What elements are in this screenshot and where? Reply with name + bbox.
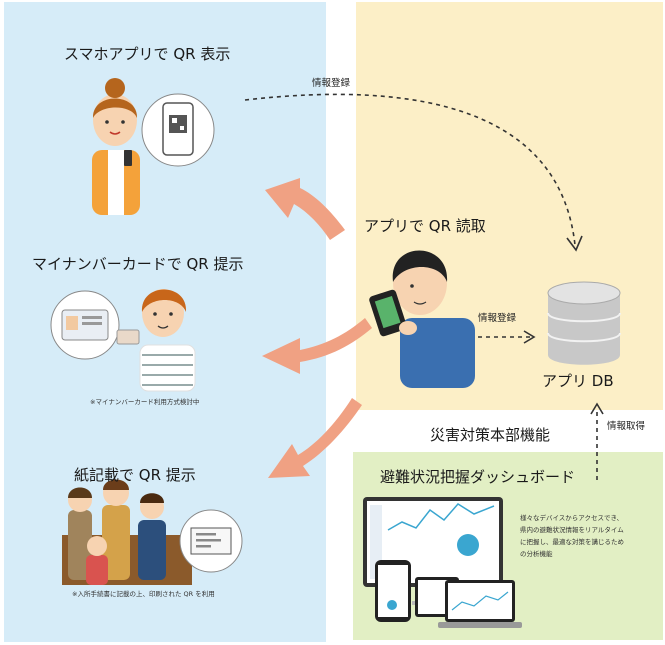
info-register-mid-label: 情報登録 — [478, 313, 517, 324]
hq-function-label: 災害対策本部機能 — [430, 426, 551, 444]
paper-qr-title: 紙記載で QR 提示 — [74, 466, 196, 484]
info-fetch-label: 情報取得 — [607, 421, 646, 432]
woman-smartphone-illustration — [92, 78, 215, 215]
dashboard-desc-line-1: 様々なデバイスからアクセスでき、 — [520, 514, 624, 522]
family-paper-illustration — [62, 479, 243, 585]
salmon-arrow-to-smartphone — [265, 178, 345, 240]
info-register-top-label: 情報登録 — [312, 78, 351, 89]
dashed-arrowhead-top — [566, 235, 583, 252]
paper-note: ※入所手続書に記載の上、印刷された QR を利用 — [72, 590, 215, 598]
dashed-arrowhead-mid — [523, 330, 536, 344]
man-reading-qr-illustration — [369, 250, 475, 388]
dashboard-desc-line-3: に把握し、最適な対策を講じるため — [520, 538, 624, 546]
salmon-arrow-to-paper — [268, 398, 362, 478]
app-qr-read-title: アプリで QR 読取 — [364, 217, 486, 235]
dashboard-title: 避難状況把握ダッシュボード — [380, 468, 576, 486]
dashboard-devices-illustration — [363, 497, 522, 628]
dashboard-desc-line-2: 県内の避難状況情報をリアルタイム — [520, 526, 624, 534]
salmon-arrow-to-mynumber — [262, 318, 372, 374]
app-db-label: アプリ DB — [542, 372, 614, 390]
smartphone-qr-title: スマホアプリで QR 表示 — [64, 45, 231, 63]
dashboard-desc-line-4: の分析機能 — [520, 550, 553, 558]
dashed-arrow-info-register-top — [244, 93, 576, 246]
mynumber-qr-title: マイナンバーカードで QR 提示 — [32, 255, 244, 273]
man-mynumber-card-illustration — [50, 289, 196, 392]
dashed-arrowhead-fetch — [590, 402, 604, 415]
mynumber-note: ※マイナンバーカード利用方式検討中 — [90, 398, 200, 406]
database-icon — [547, 281, 621, 365]
